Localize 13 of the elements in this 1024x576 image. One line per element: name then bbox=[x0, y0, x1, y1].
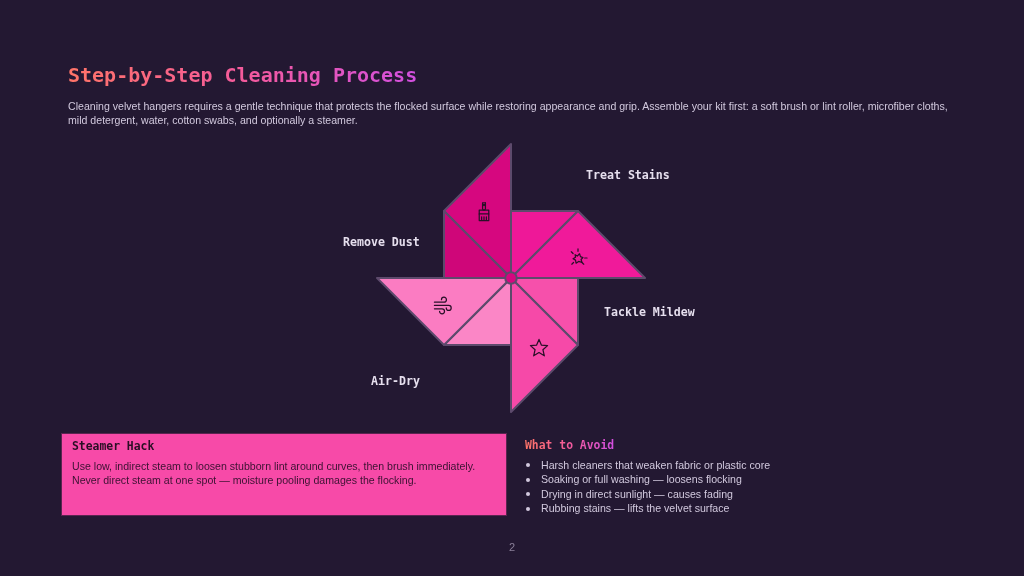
step-label: Tackle Mildew bbox=[604, 304, 695, 321]
tip-panel bbox=[61, 433, 507, 516]
intro-text: Cleaning velvet hangers requires a gentle technique that protects the flocked surface while restoring appearance and grip. Assemble your kit first: a soft brush or lint roller, microfiber cloths, mild detergent, water, cotton swabs, and optionally a steamer. bbox=[68, 100, 949, 127]
step-label: Remove Dust bbox=[343, 234, 420, 251]
page-number: 2 bbox=[507, 540, 517, 555]
tip-text: Use low, indirect steam to loosen stubborn lint around curves, then brush immediately. Never direct steam at one spot — moisture pooling damages the flocking. bbox=[72, 459, 477, 487]
list-item: Drying in direct sunlight — causes fading bbox=[541, 486, 733, 502]
tip-heading: Steamer Hack bbox=[72, 439, 156, 454]
list-item: Harsh cleaners that weaken fabric or plastic core bbox=[541, 457, 771, 473]
list-item: Soaking or full washing — loosens flocking bbox=[541, 472, 742, 488]
step-label: Air-Dry bbox=[371, 373, 420, 390]
list-item: Rubbing stains — lifts the velvet surface bbox=[541, 501, 730, 517]
step-label: Treat Stains bbox=[586, 167, 670, 184]
